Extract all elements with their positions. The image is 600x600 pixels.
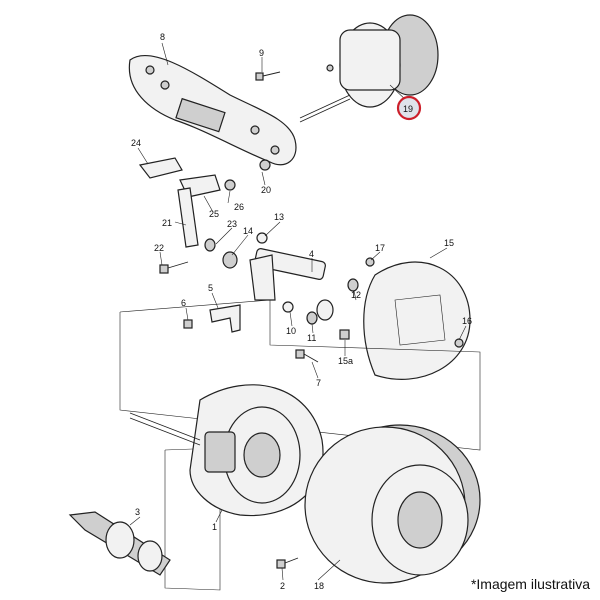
callout-6: 6 bbox=[181, 298, 186, 308]
callout-9: 9 bbox=[259, 48, 264, 58]
slack-adjuster-assembly bbox=[138, 157, 271, 248]
bolt-22 bbox=[159, 261, 189, 274]
callout-10: 10 bbox=[286, 326, 296, 336]
callout-3: 3 bbox=[135, 507, 140, 517]
callout-24: 24 bbox=[131, 138, 141, 148]
callout-19: 19 bbox=[403, 104, 413, 114]
illustration-caption: *Imagem ilustrativa bbox=[470, 576, 590, 592]
camshaft bbox=[68, 511, 171, 576]
leader-lines bbox=[129, 42, 467, 581]
callout-13: 13 bbox=[274, 212, 284, 222]
callout-14: 14 bbox=[243, 226, 253, 236]
assembly-outline bbox=[119, 299, 481, 451]
callout-22: 22 bbox=[154, 243, 164, 253]
bolt-9 bbox=[255, 71, 281, 81]
callout-17: 17 bbox=[375, 243, 385, 253]
callout-21: 21 bbox=[162, 218, 172, 228]
callout-25: 25 bbox=[209, 209, 219, 219]
callout-15a: 15a bbox=[338, 356, 353, 366]
callout-5: 5 bbox=[208, 283, 213, 293]
callout-18: 18 bbox=[314, 581, 324, 591]
camshaft-bracket bbox=[204, 232, 326, 301]
callout-1: 1 bbox=[212, 522, 217, 532]
callout-23: 23 bbox=[227, 219, 237, 229]
bracket-plate bbox=[128, 54, 297, 166]
callout-11: 11 bbox=[307, 333, 316, 343]
dust-shield bbox=[363, 257, 471, 380]
callout-20: 20 bbox=[261, 185, 271, 195]
callout-8: 8 bbox=[160, 32, 165, 42]
small-hardware bbox=[282, 278, 359, 363]
brake-chamber bbox=[299, 14, 439, 123]
callout-26: 26 bbox=[234, 202, 244, 212]
brake-drum bbox=[304, 424, 481, 584]
clip-5 bbox=[183, 304, 241, 333]
callout-7: 7 bbox=[316, 378, 321, 388]
callout-12: 12 bbox=[351, 290, 361, 300]
brake-shoes bbox=[129, 384, 324, 517]
callout-15: 15 bbox=[444, 238, 454, 248]
callout-2: 2 bbox=[280, 581, 285, 591]
callout-16: 16 bbox=[462, 316, 472, 326]
callout-4: 4 bbox=[309, 249, 314, 259]
bolt-2 bbox=[276, 557, 299, 569]
callout-19-highlight[interactable] bbox=[396, 95, 422, 121]
